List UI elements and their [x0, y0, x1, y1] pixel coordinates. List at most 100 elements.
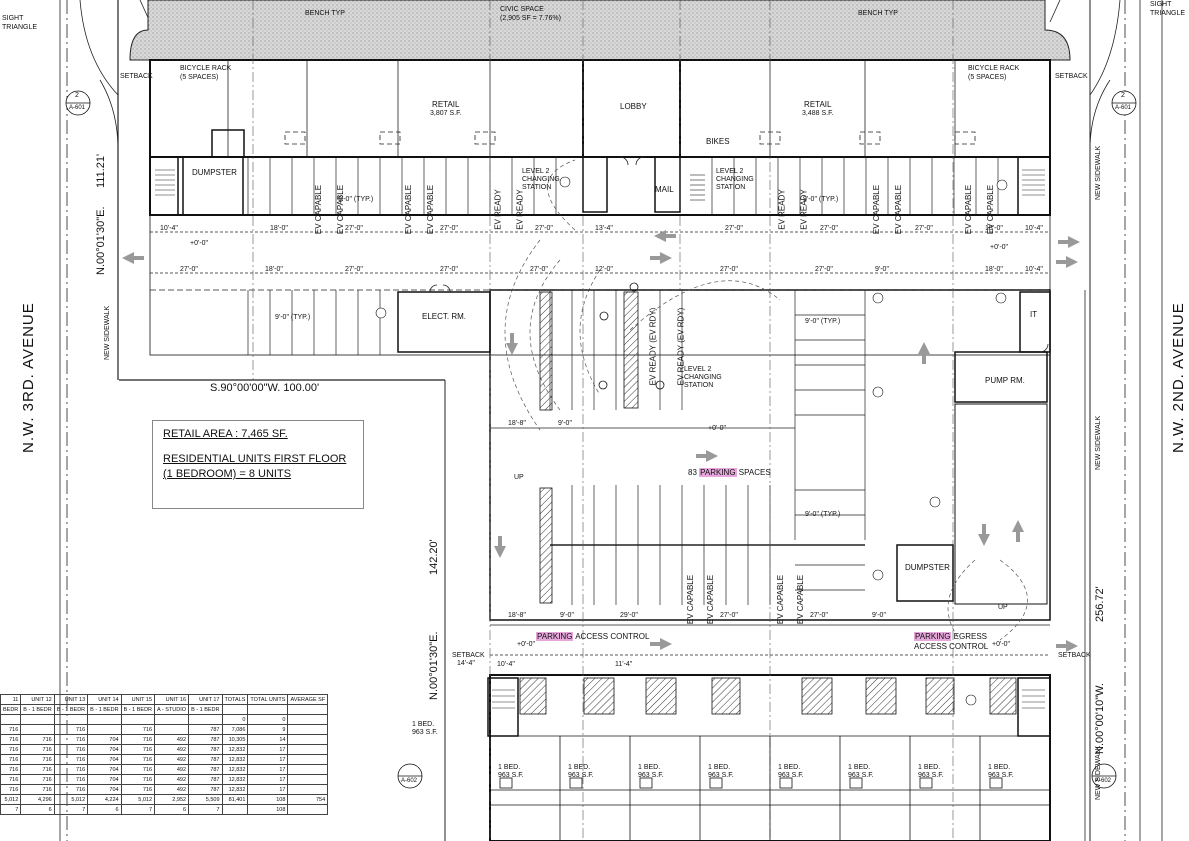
table-type-cell: B - 1 BEDR [87, 704, 122, 715]
dimension-label: 27'-0" [535, 225, 553, 232]
sight-triangle-right: SIGHT TRIANGLE [1150, 1, 1186, 17]
table-cell: 12,832 [221, 764, 249, 775]
section-marker-number: 2 [1121, 92, 1125, 99]
table-cell: 492 [154, 774, 190, 785]
dimension-label: 18'-0" [270, 225, 288, 232]
dimension-label: 9'-0" [560, 612, 574, 619]
pump-room-label: PUMP RM. [985, 376, 1025, 385]
table-cell: 716 [0, 764, 22, 775]
table-cell [53, 714, 89, 725]
table-header-cell: UNIT 17 [188, 694, 223, 705]
table-cell [287, 724, 329, 735]
table-cell: 704 [87, 734, 122, 745]
table-cell: 12,832 [221, 754, 249, 765]
table-cell: 492 [154, 784, 190, 795]
sidewalk-label: NEW SIDEWALK [1095, 145, 1102, 200]
top-bearing: S.90°00'00"W. 100.00' [210, 382, 319, 394]
retail-left-area: 3,807 S.F. [430, 110, 462, 117]
table-cell: 108 [247, 794, 289, 805]
table-type-cell [221, 704, 249, 715]
bicycle-rack-left: BICYCLE RACK (5 SPACES) [180, 64, 231, 82]
ev-capable-label: EV CAPABLE [404, 184, 414, 235]
dimension-label: 27'-0" [345, 225, 363, 232]
table-cell: 716 [120, 774, 156, 785]
dimension-label: 11'-4" [615, 661, 633, 668]
setback-label: SETBACK [120, 73, 153, 80]
table-cell [287, 744, 329, 755]
parking-access-control: PARKING ACCESS CONTROL [536, 632, 649, 641]
mail-label: MAIL [655, 185, 674, 194]
table-cell: 716 [0, 724, 22, 735]
retail-left-label: RETAIL 3,807 S.F. [430, 100, 462, 118]
table-cell: 716 [53, 774, 89, 785]
bench-label-right: BENCH TYP [858, 10, 898, 17]
sidewalk-label: NEW SIDEWALK [1095, 415, 1102, 470]
dimension-label: 9'-0" [872, 612, 886, 619]
parking-access-word: PARKING [536, 632, 574, 641]
table-cell [287, 804, 329, 815]
west-upper-length: 111.21' [95, 153, 107, 188]
unit-bed-label: 1 BED.963 S.F. [568, 764, 594, 779]
dimension-label: 27'-0" [810, 612, 828, 619]
civic-space-label: CIVIC SPACE (2,905 SF = 7.76%) [500, 5, 561, 23]
table-cell [20, 724, 55, 735]
dimension-label: 13'-4" [595, 225, 613, 232]
elevation-mark: +0'-0" [517, 641, 536, 648]
table-cell: 716 [20, 784, 55, 795]
ev-capable-label: EV CAPABLE [426, 184, 436, 235]
dimension-label: 27'-0" [345, 266, 363, 273]
table-type-cell [287, 704, 329, 715]
bicycle-rack-right-spaces: (5 SPACES) [968, 74, 1007, 81]
table-cell: 5,509 [188, 794, 223, 805]
table-cell: 716 [53, 724, 89, 735]
dimension-label: 27'-0" [720, 612, 738, 619]
unit-bed-label: 1 BED.963 S.F. [708, 764, 734, 779]
table-cell: 716 [120, 784, 156, 795]
table-cell: 716 [53, 744, 89, 755]
section-markers [65, 90, 1137, 789]
table-cell: 0 [247, 714, 289, 725]
stairs [155, 169, 1045, 709]
table-cell: 6 [87, 804, 122, 815]
table-cell: 716 [0, 734, 22, 745]
table-cell: 716 [120, 724, 156, 735]
dimension-label: 10'-4" [1025, 225, 1043, 232]
table-type-cell: B - 1 BEDR [188, 704, 223, 715]
table-cell: 17 [247, 744, 289, 755]
dimension-label: 27'-0" [915, 225, 933, 232]
table-cell: 716 [20, 744, 55, 755]
ev-capable-label: EV CAPABLE [776, 574, 786, 625]
section-marker-number: 2 [75, 92, 79, 99]
table-cell: 716 [120, 764, 156, 775]
elevation-mark: +0'-0" [190, 240, 209, 247]
table-type-cell: BEDR [0, 704, 22, 715]
table-cell [87, 724, 122, 735]
bicycle-rack-right: BICYCLE RACK (5 SPACES) [968, 64, 1019, 82]
table-cell: 108 [247, 804, 289, 815]
dimension-label: 12'-0" [595, 266, 613, 273]
table-cell: 17 [247, 784, 289, 795]
table-header-cell: TOTAL UNITS [247, 694, 289, 705]
parking-egress-word: PARKING [914, 632, 952, 641]
ev-ready-label: EV READY [777, 189, 787, 230]
elevation-mark: +0'-0" [992, 641, 1011, 648]
table-cell: 6 [154, 804, 190, 815]
table-cell [221, 804, 249, 815]
dimension-label: 27'-0" [180, 266, 198, 273]
parking-count: 83 [688, 468, 697, 477]
civic-space [129, 0, 1071, 61]
parking-spaces-label: 83 PARKING SPACES [688, 468, 771, 477]
retail-right-title: RETAIL [804, 100, 832, 109]
table-cell: 492 [154, 744, 190, 755]
ev-capable-label: EV CAPABLE [706, 574, 716, 625]
table-cell [287, 784, 329, 795]
west-lower-length: 142.20' [428, 539, 440, 575]
table-cell: 14 [247, 734, 289, 745]
table-cell [87, 714, 122, 725]
